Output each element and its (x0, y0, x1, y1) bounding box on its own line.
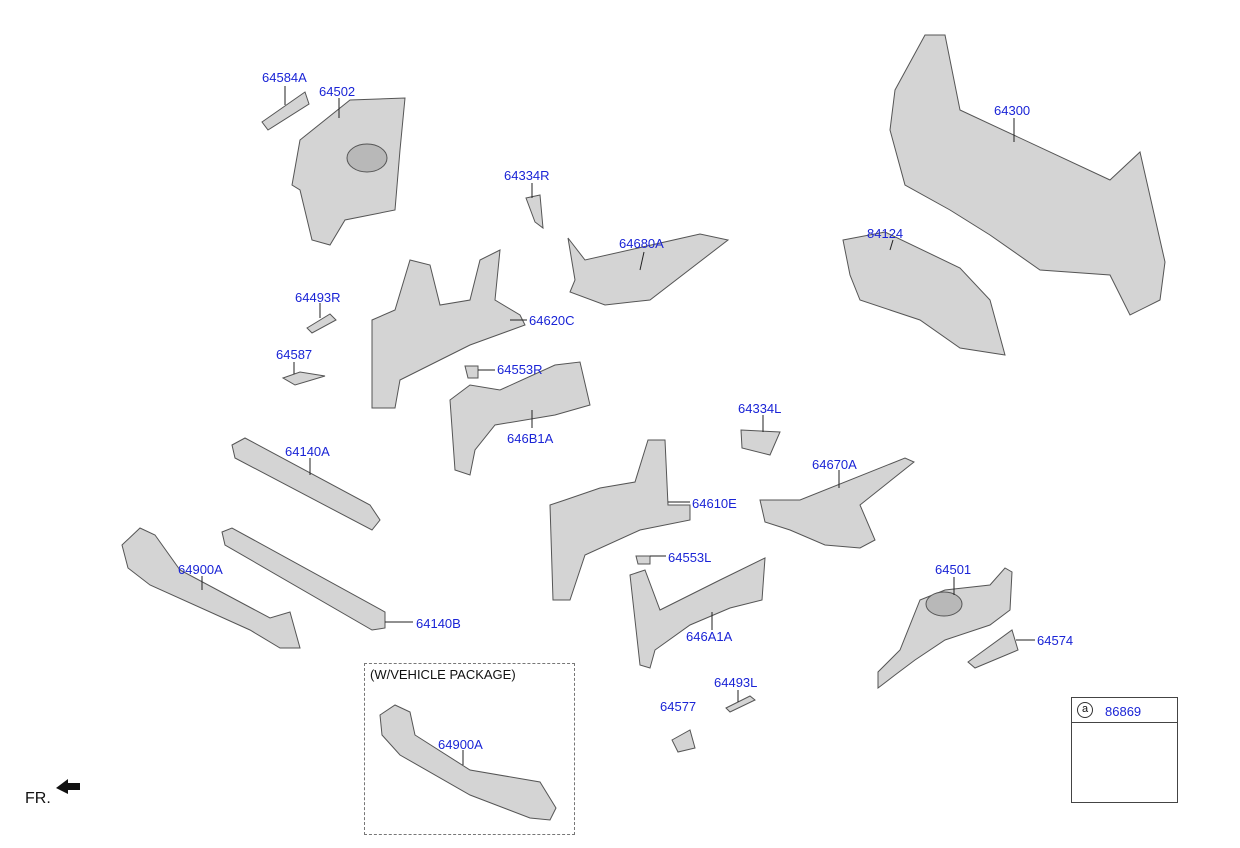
label-64587[interactable]: 64587 (276, 347, 313, 362)
label-64900A[interactable]: 64900A (178, 562, 223, 577)
label-64140A[interactable]: 64140A (285, 444, 330, 459)
part-64140A[interactable] (231, 437, 381, 531)
label-64680A[interactable]: 64680A (619, 236, 664, 251)
label-64670A[interactable]: 64670A (812, 457, 857, 472)
legend-box: a 86869 (1071, 697, 1178, 803)
part-64680A[interactable] (567, 233, 730, 306)
part-64900A-package[interactable] (379, 704, 557, 821)
label-64140B[interactable]: 64140B (416, 616, 461, 631)
part-64553R[interactable] (464, 365, 495, 379)
part-64587[interactable] (281, 362, 326, 386)
part-64610E[interactable] (549, 439, 691, 601)
label-64493R[interactable]: 64493R (295, 290, 341, 305)
part-64502[interactable] (291, 97, 406, 246)
label-64574[interactable]: 64574 (1037, 633, 1074, 648)
label-64553L[interactable]: 64553L (668, 550, 712, 565)
part-64553L[interactable] (635, 555, 666, 565)
label-64501[interactable]: 64501 (935, 562, 972, 577)
part-64670A[interactable] (759, 457, 915, 549)
part-64501[interactable] (877, 567, 1013, 690)
front-indicator: FR. (25, 790, 51, 807)
part-646A1A[interactable] (629, 557, 766, 669)
label-64493L[interactable]: 64493L (714, 675, 758, 690)
label-64577[interactable]: 64577 (660, 699, 697, 714)
label-64502[interactable]: 64502 (319, 84, 356, 99)
label-64620C[interactable]: 64620C (529, 313, 575, 328)
label-64900A-package[interactable]: 64900A (438, 737, 483, 752)
label-84124[interactable]: 84124 (867, 226, 904, 241)
label-64334R[interactable]: 64334R (504, 168, 550, 183)
part-64334R[interactable] (525, 183, 544, 230)
part-64577[interactable] (671, 729, 696, 753)
label-64300[interactable]: 64300 (994, 103, 1031, 118)
legend-code-86869[interactable]: 86869 (1105, 704, 1142, 719)
part-84124[interactable] (842, 231, 1006, 356)
arrow-icon (56, 779, 80, 794)
part-64493L[interactable] (725, 690, 756, 713)
legend-marker: a (1077, 702, 1093, 718)
part-64900A[interactable] (121, 527, 301, 649)
label-64553R[interactable]: 64553R (497, 362, 543, 377)
package-caption: (W/VEHICLE PACKAGE) (370, 667, 516, 682)
label-646B1A[interactable]: 646B1A (507, 431, 554, 446)
part-64574[interactable] (967, 629, 1035, 669)
part-64140B[interactable] (221, 527, 413, 631)
label-646A1A[interactable]: 646A1A (686, 629, 733, 644)
part-64493R[interactable] (306, 303, 337, 334)
part-646B1A[interactable] (449, 361, 591, 476)
label-64610E[interactable]: 64610E (692, 496, 737, 511)
label-64334L[interactable]: 64334L (738, 401, 782, 416)
label-64584A[interactable]: 64584A (262, 70, 307, 85)
part-64300[interactable] (889, 34, 1166, 316)
part-64620C[interactable] (371, 249, 527, 409)
vehicle-package-box (364, 663, 575, 835)
part-64584A[interactable] (261, 86, 310, 131)
part-64334L[interactable] (740, 415, 781, 456)
legend-header: a 86869 (1072, 698, 1177, 723)
